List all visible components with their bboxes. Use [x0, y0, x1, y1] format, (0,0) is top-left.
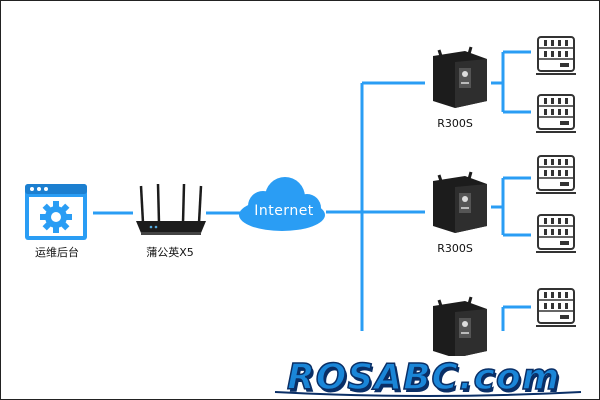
watermark-logo: ROSABC.com [273, 356, 583, 399]
edge-router-2-label: R300S [437, 242, 473, 255]
servers [536, 36, 576, 327]
industrial-router-icon [433, 296, 487, 358]
server-icon [536, 36, 576, 75]
server-icon [536, 288, 576, 327]
wifi-router-icon [136, 183, 206, 235]
router-x5-label: 蒲公英X5 [146, 246, 194, 259]
connection-lines [93, 50, 531, 331]
edge-router-1-label: R300S [437, 117, 473, 130]
watermark-text: ROSABC.com [286, 356, 561, 399]
industrial-router-icon [433, 171, 487, 233]
internet-label: Internet [254, 203, 314, 219]
admin-settings-icon [25, 184, 87, 240]
server-icon [536, 94, 576, 133]
server-icon [536, 155, 576, 194]
industrial-router-icon [433, 46, 487, 108]
server-icon [536, 214, 576, 253]
edge-routers [433, 46, 487, 358]
ops-backend-label: 运维后台 [35, 246, 79, 259]
cloud-icon [239, 177, 325, 231]
